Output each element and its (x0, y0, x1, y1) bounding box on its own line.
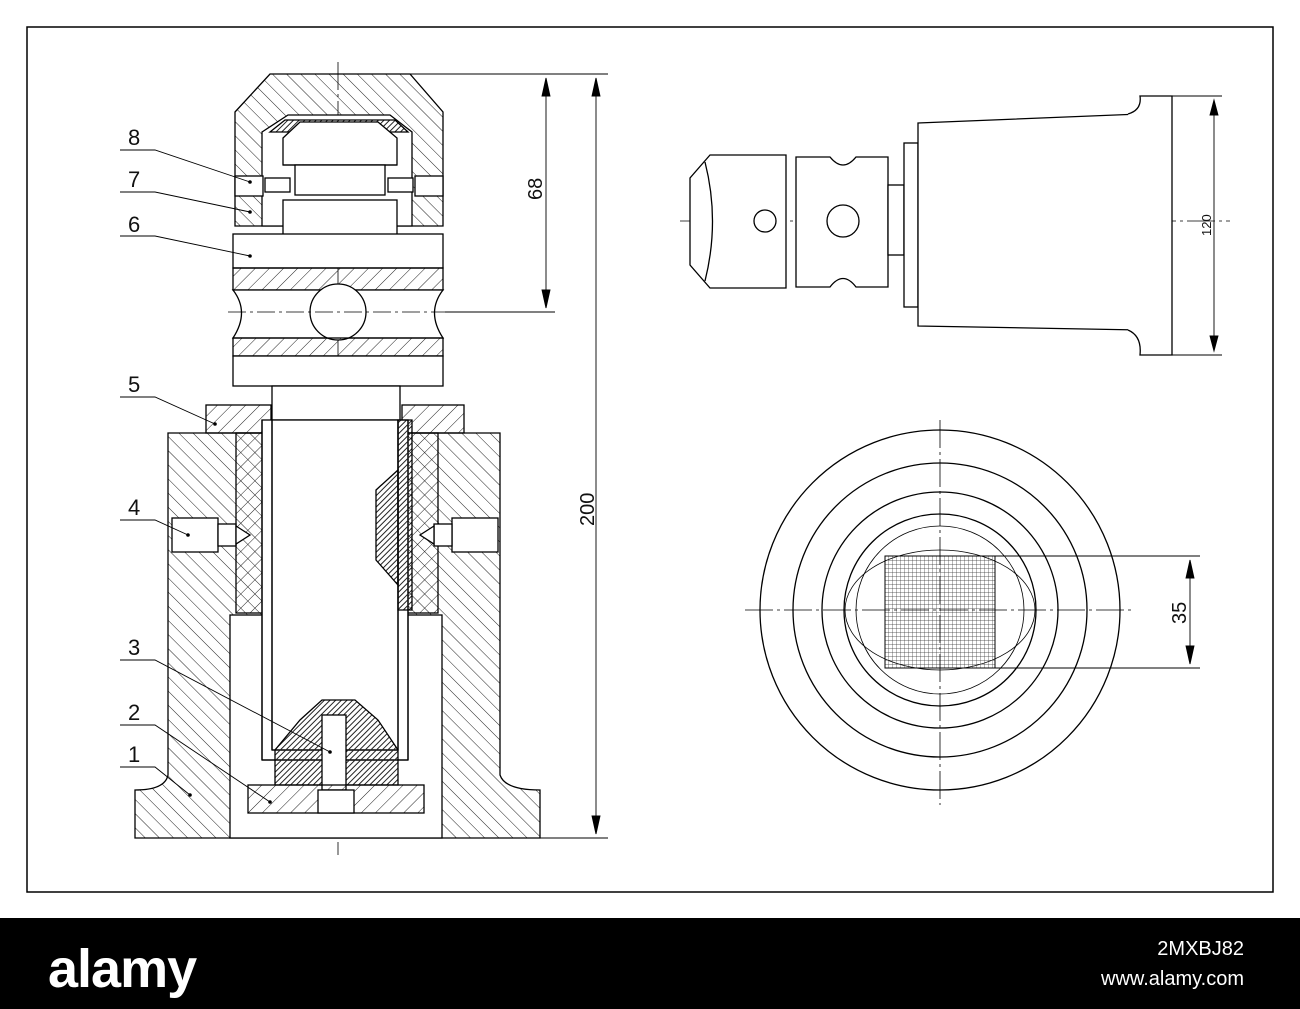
callout-5: 5 (128, 372, 140, 397)
callout-leaders (120, 149, 331, 803)
callout-7: 7 (128, 167, 140, 192)
side-view (680, 95, 1230, 356)
callout-4: 4 (128, 495, 140, 520)
dim-35: 35 (1169, 602, 1191, 624)
section-view (134, 62, 541, 855)
site-url-label: www.alamy.com (1101, 968, 1244, 990)
watermark-footer: alamy 2MXBJ82 www.alamy.com (0, 918, 1300, 1009)
top-view (745, 420, 1135, 805)
dim-200: 200 (577, 493, 599, 526)
callout-1: 1 (128, 742, 140, 767)
callout-3: 3 (128, 635, 140, 660)
callout-2: 2 (128, 700, 140, 725)
callout-8: 8 (128, 125, 140, 150)
technical-drawing-sheet: 8 7 6 5 4 3 2 1 68 200 120 (26, 26, 1274, 893)
sheet-frame (26, 26, 1274, 893)
brand-logo: alamy (48, 939, 197, 999)
dim-120: 120 (1199, 214, 1214, 236)
image-id-label: 2MXBJ82 (1157, 938, 1244, 960)
square-grid-section (884, 555, 996, 669)
dimension-lines (410, 73, 608, 839)
callout-6: 6 (128, 212, 140, 237)
dim-68: 68 (525, 178, 547, 200)
